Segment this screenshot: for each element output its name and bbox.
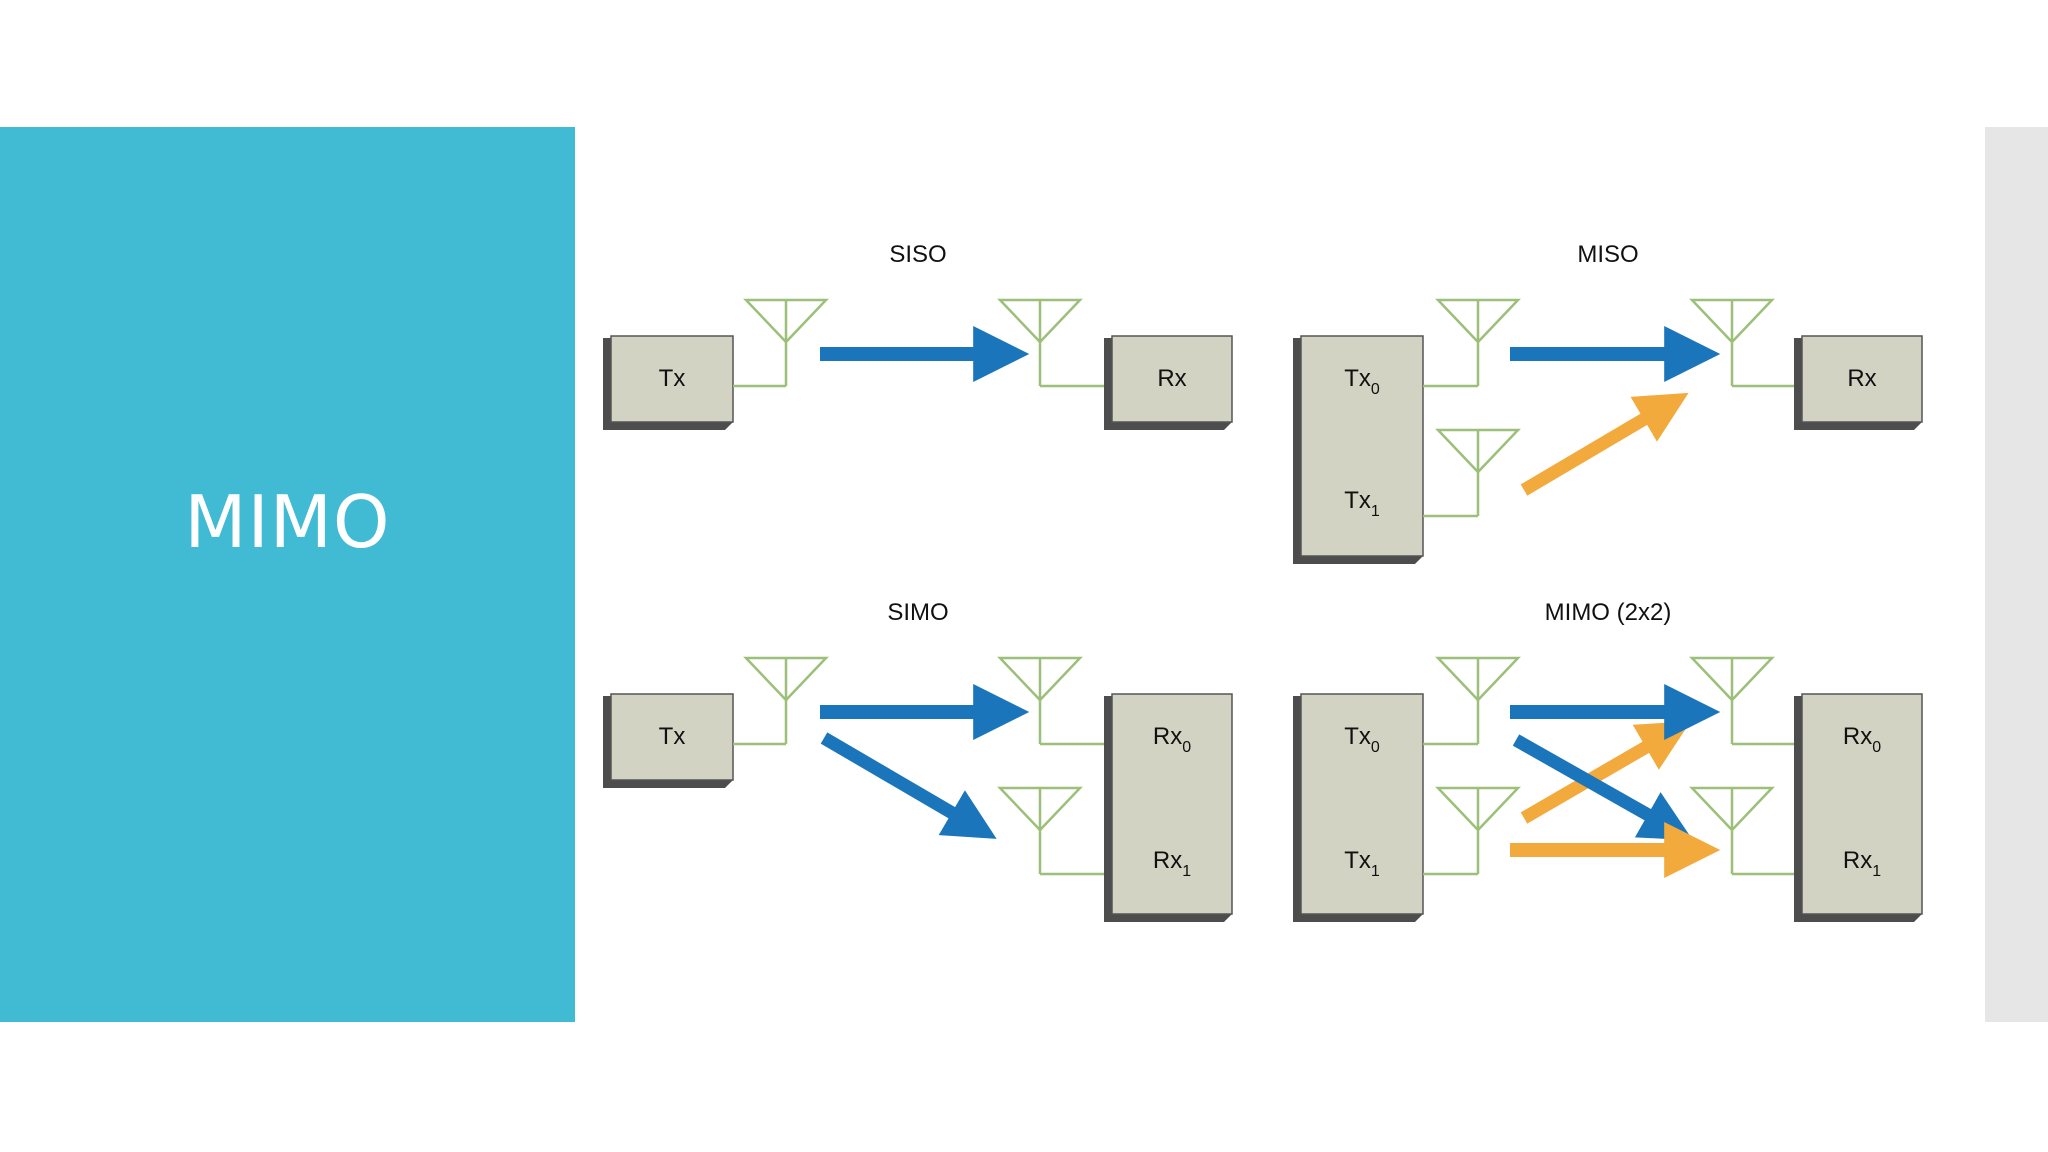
svg-text:Tx0: Tx0 (1344, 723, 1380, 756)
mimo-label: MIMO (2x2) (1545, 599, 1672, 626)
side-strip (1985, 127, 2048, 1022)
mimo-rx-box: Rx0 Rx1 (1794, 693, 1923, 922)
miso-tx0-label: Tx (1344, 365, 1371, 392)
miso-label: MISO (1577, 241, 1638, 268)
simo-tx-label: Tx (659, 723, 686, 750)
svg-text:Rx1: Rx1 (1843, 847, 1881, 880)
simo-rx0-label: Rx (1153, 723, 1182, 750)
mimo-rx1-label: Rx (1843, 847, 1872, 874)
mimo-rx0-subscript: 0 (1872, 739, 1881, 756)
antenna-icon (997, 786, 1104, 876)
slide-title[interactable]: MIMO (184, 480, 391, 564)
antenna-icon (1689, 656, 1794, 746)
simo-rx1-subscript: 1 (1182, 863, 1191, 880)
svg-text:Rx1: Rx1 (1153, 847, 1191, 880)
miso-tx-box: Tx0 Tx1 (1293, 335, 1424, 564)
antenna-icon (997, 656, 1104, 746)
miso-rx-box: Rx (1794, 335, 1923, 430)
antenna-icon (733, 656, 829, 746)
svg-text:Tx0: Tx0 (1344, 365, 1380, 398)
title-panel (0, 127, 575, 1022)
siso-rx-box: Rx (1104, 335, 1233, 430)
antenna-icon (1423, 298, 1521, 388)
siso-label: SISO (889, 241, 946, 268)
mimo-diagram: MIMO (2x2) Tx0 Tx1 (1293, 599, 1923, 922)
simo-rx1-label: Rx (1153, 847, 1182, 874)
antenna-icon (997, 298, 1104, 388)
mimo-rx1-subscript: 1 (1872, 863, 1881, 880)
siso-tx-box: Tx (603, 335, 734, 430)
svg-text:Tx1: Tx1 (1344, 847, 1380, 880)
svg-text:Tx1: Tx1 (1344, 487, 1380, 520)
mimo-tx-box: Tx0 Tx1 (1293, 693, 1424, 922)
antenna-icon (1689, 298, 1794, 388)
simo-label: SIMO (887, 599, 948, 626)
mimo-tx0-subscript: 0 (1371, 739, 1380, 756)
svg-text:Rx0: Rx0 (1843, 723, 1881, 756)
miso-diagram: MISO Tx0 Tx1 (1293, 241, 1923, 564)
mimo-tx1-subscript: 1 (1371, 863, 1380, 880)
antenna-icon (1423, 786, 1521, 876)
siso-diagram: SISO Tx (603, 241, 1233, 430)
mimo-tx1-label: Tx (1344, 847, 1371, 874)
svg-text:Rx0: Rx0 (1153, 723, 1191, 756)
miso-tx0-subscript: 0 (1371, 381, 1380, 398)
antenna-icon (733, 298, 829, 388)
miso-rx-label: Rx (1847, 365, 1876, 392)
antenna-icon (1423, 656, 1521, 746)
antenna-icon (1689, 786, 1794, 876)
siso-tx-label: Tx (659, 365, 686, 392)
simo-arrow-rx1 (820, 732, 997, 839)
mimo-rx0-label: Rx (1843, 723, 1872, 750)
antenna-icon (1423, 428, 1521, 518)
simo-rx0-subscript: 0 (1182, 739, 1191, 756)
simo-rx-box: Rx0 Rx1 (1104, 693, 1233, 922)
miso-tx1-subscript: 1 (1371, 503, 1380, 520)
simo-tx-box: Tx (603, 693, 734, 788)
simo-diagram: SIMO Tx (603, 599, 1233, 922)
miso-tx1-label: Tx (1344, 487, 1371, 514)
miso-arrow-tx1 (1520, 392, 1689, 496)
mimo-tx0-label: Tx (1344, 723, 1371, 750)
mimo-arrow-tx0-rx1 (1512, 734, 1693, 841)
siso-rx-label: Rx (1157, 365, 1186, 392)
